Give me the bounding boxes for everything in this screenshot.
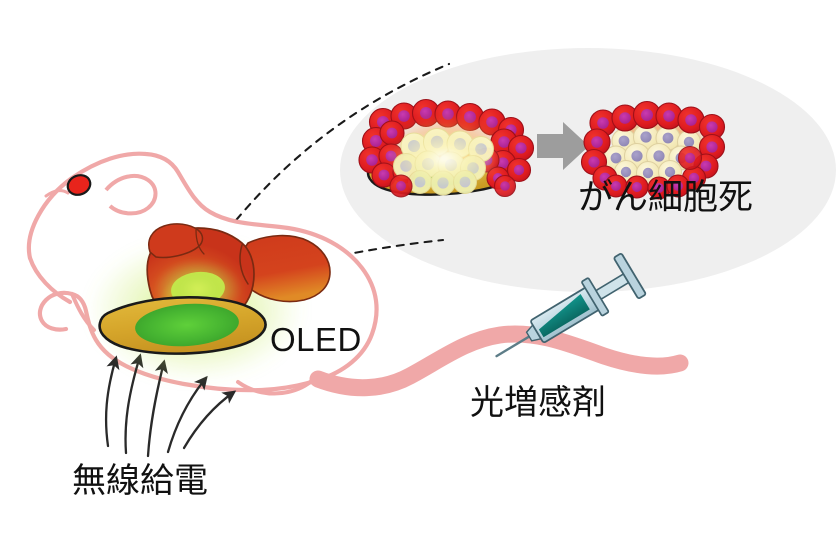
tumor-cells-dead-icon [580,100,726,200]
right-block-arrow-icon [537,122,589,170]
tumor-fissure-2 [195,229,205,255]
syringe-thumb-rest [613,253,647,299]
oled-emission-area [135,303,239,347]
mouse-tail-icon [309,325,689,397]
syringe-icon [495,253,647,358]
alive-cells-front [389,174,517,198]
alive-core-white-bloom [388,128,500,192]
mouse-ear-path [104,173,158,216]
mouse-cheek-crease [44,189,70,198]
mouse-snout-path [27,255,73,305]
label-wireless-power: 無線給電 [72,462,208,500]
mouse-tail-path [309,325,689,397]
tumor-fissure [239,244,249,285]
wireless-arrow-1 [104,355,120,448]
label-photosensitizer: 光増感剤 [470,384,606,422]
tumor-lobe-topleft [148,223,204,259]
dead-panel-live-top-row [589,100,726,141]
transition-arrow-path [537,122,589,170]
label-oled: OLED [270,321,362,358]
oled-device-icon [98,296,267,355]
dead-panel-live-bottom-row [625,174,690,200]
tumor-cells-alive-icon [358,98,535,198]
syringe-needle [495,335,531,358]
wireless-arrow-5 [182,390,237,450]
dead-panel-live-right-shell [677,133,726,191]
wireless-arrow-4 [166,375,208,454]
mouse-eye-icon [66,174,92,196]
syringe-fluid [538,293,590,338]
dead-panel-live-left-shell [580,128,628,198]
label-cancer-cell-death: がん細胞死 [578,178,753,217]
